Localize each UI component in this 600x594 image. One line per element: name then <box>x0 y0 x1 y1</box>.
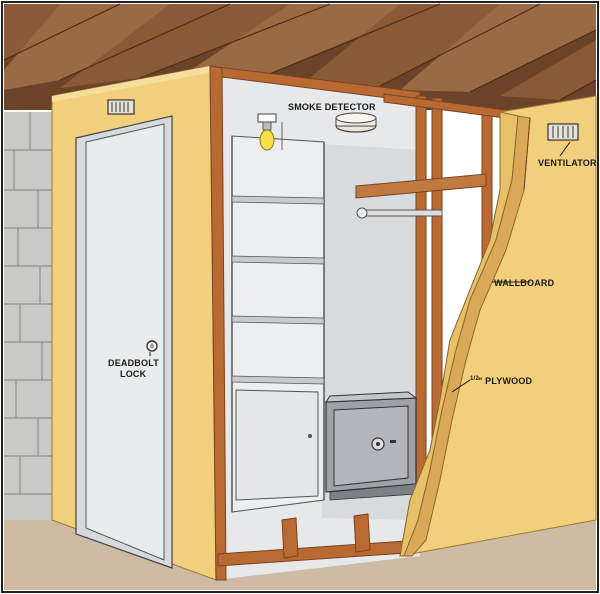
front-wall-top <box>52 66 214 102</box>
front-wall-vent <box>107 99 135 115</box>
label-wallboard: WALLBOARD <box>494 278 555 288</box>
door <box>75 115 173 569</box>
label-deadbolt-line2: LOCK <box>120 369 147 379</box>
leader-lines <box>149 141 571 393</box>
light-bulb-icon <box>257 113 283 151</box>
cinder-block-wall <box>4 112 52 520</box>
ventilator-icon <box>547 123 579 141</box>
label-smoke-detector: SMOKE DETECTOR <box>288 102 376 112</box>
side-wall <box>399 95 597 557</box>
safe <box>325 391 418 501</box>
label-ventilator: VENTILATOR <box>538 158 597 168</box>
smoke-detector-icon <box>335 112 377 133</box>
upper-shelf <box>355 173 487 199</box>
label-deadbolt-line1: DEADBOLT <box>108 358 159 368</box>
clothes-rod <box>356 207 443 219</box>
floor-blocks <box>281 513 371 559</box>
shelving-unit <box>231 135 325 513</box>
label-plywood: " PLYWOOD <box>478 376 533 386</box>
label-plywood-fraction: 1/2 <box>470 376 479 382</box>
deadbolt-lock-icon <box>146 340 158 352</box>
